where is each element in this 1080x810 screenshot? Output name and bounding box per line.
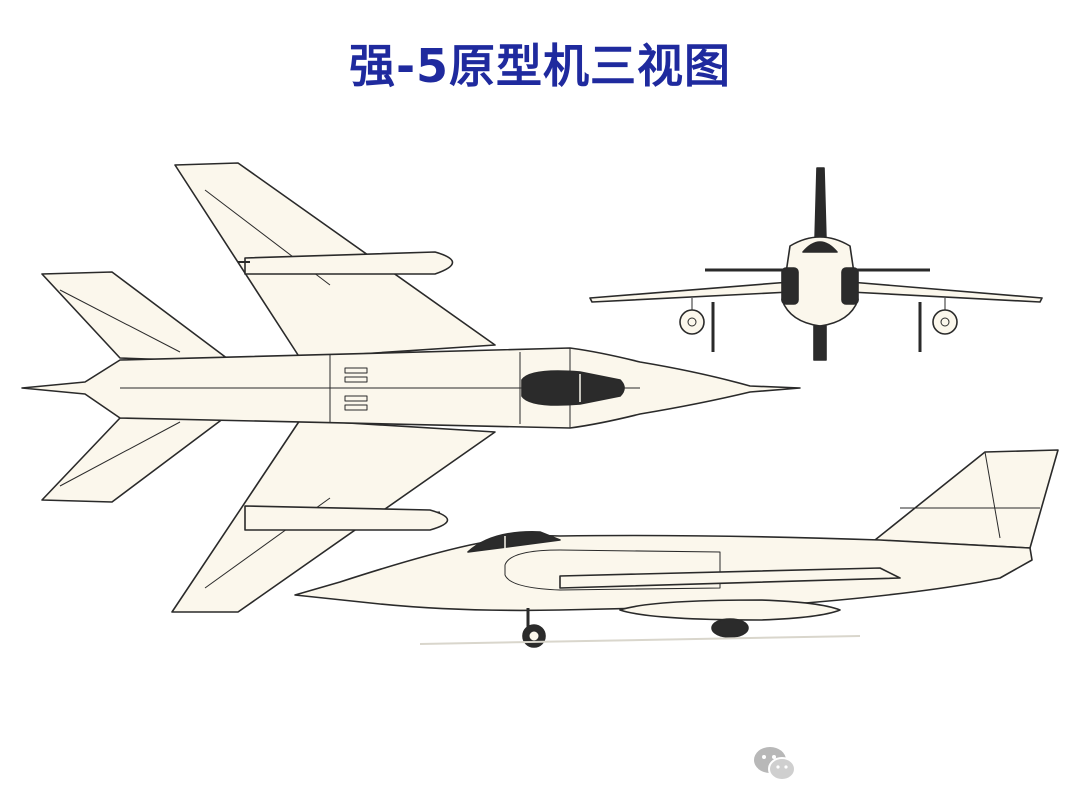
side-view-main-wheel	[711, 618, 749, 638]
top-view-lower-drop-tank	[244, 505, 449, 531]
side-view	[294, 449, 1059, 648]
side-view-drop-tank	[619, 599, 841, 621]
side-view-vertical-tail	[874, 449, 1059, 549]
front-view-canopy	[802, 241, 838, 253]
wechat-icon	[754, 747, 796, 781]
front-view-fuselage	[781, 236, 859, 327]
side-view-wing	[559, 567, 901, 589]
side-view-canopy	[467, 531, 561, 553]
page-title: 强-5原型机三视图	[348, 39, 732, 93]
front-view-right-intake	[841, 267, 859, 305]
top-view-lower-stabilizer	[41, 411, 233, 503]
front-view-nose-gear	[813, 325, 827, 361]
top-view-canopy	[521, 370, 625, 406]
top-view	[21, 162, 801, 613]
front-view-vertical-fin	[814, 167, 827, 241]
front-view-left-wing	[589, 281, 791, 303]
front-view-left-intake	[781, 267, 799, 305]
front-view	[589, 167, 1043, 361]
top-view-upper-stabilizer	[41, 271, 233, 363]
front-view-right-wing	[849, 281, 1043, 303]
top-view-upper-drop-tank	[244, 251, 454, 275]
